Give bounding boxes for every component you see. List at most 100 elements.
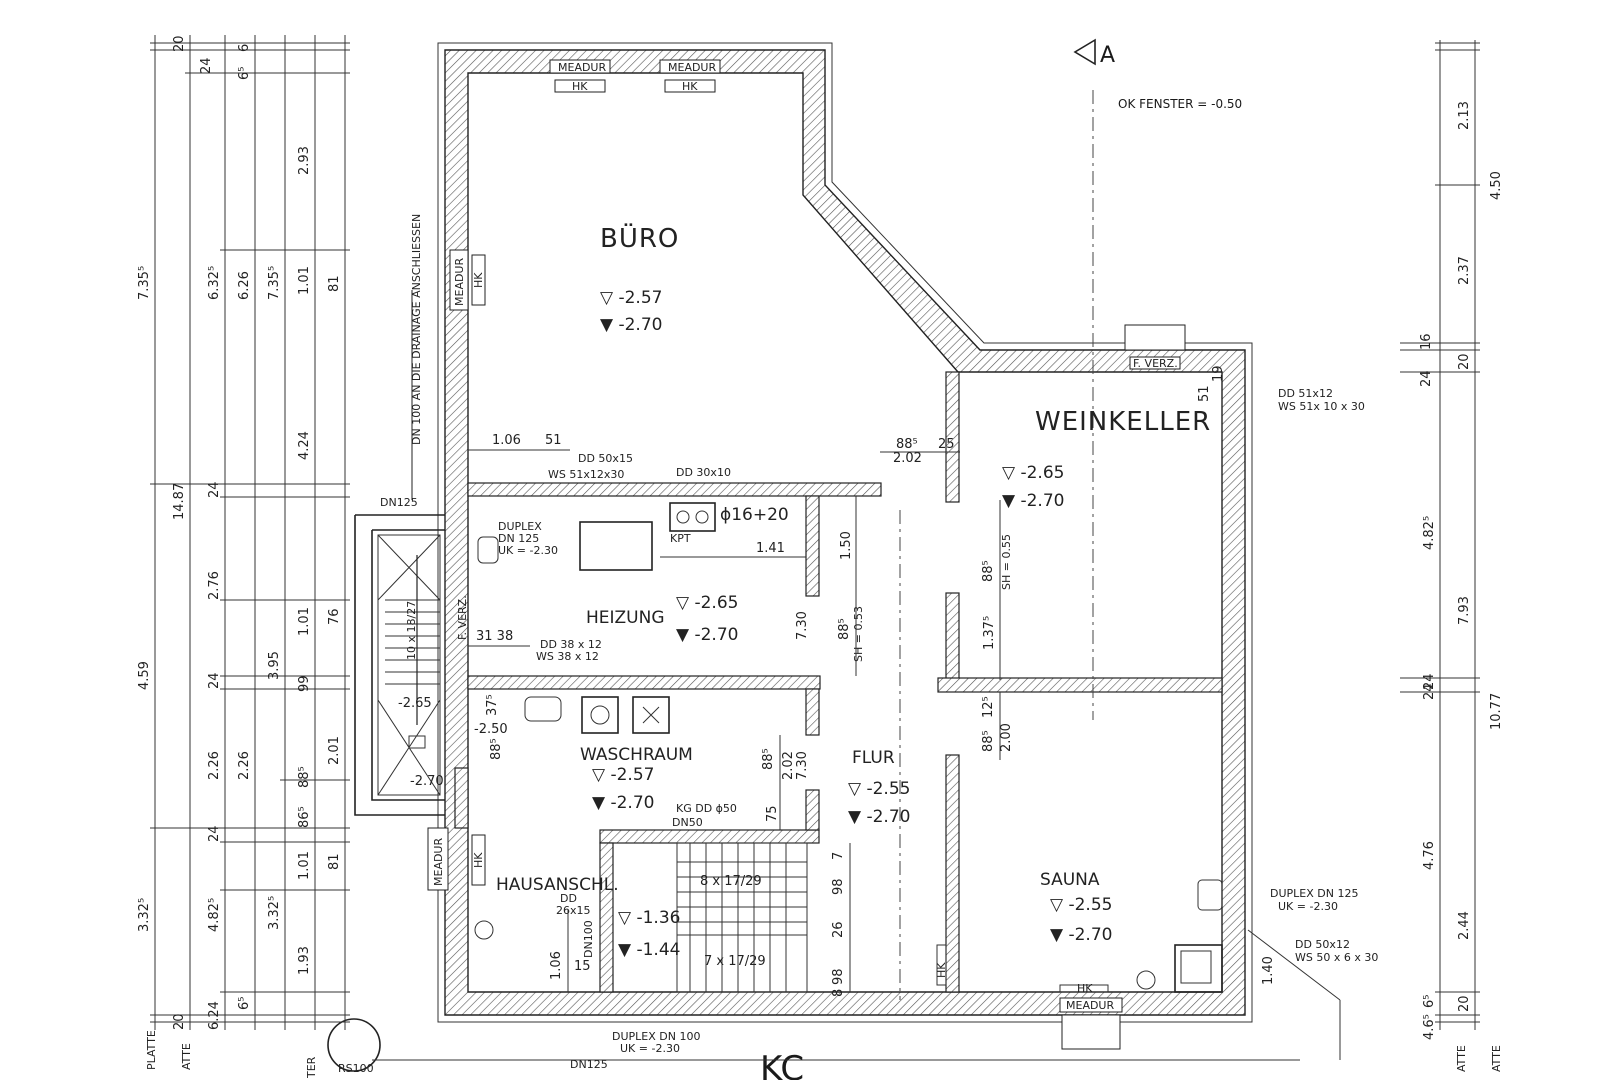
sauna-sink [1197,879,1223,911]
right-dimension-lines [1400,40,1480,1030]
dim-l2-0: 14.87 [172,483,187,520]
dd26x15-note-1: DD [560,892,577,905]
dim-i-730b: 7.30 [795,751,810,780]
dim-l6-6: 1.01 [297,851,312,880]
dim-r1-6: 2.44 [1457,911,1472,940]
window-left-hausanschl [427,827,486,891]
dim-top-1: 24 [199,57,214,74]
dim-l6-2: 4.24 [297,431,312,460]
dim-l6-4: 99 [297,675,312,692]
dim-i-106b: 1.06 [549,951,564,980]
dn125-note: DN125 [380,496,418,509]
duplex-sauna-note-2: UK = -2.30 [1278,900,1338,913]
dd50x15-note-1: DD 50x15 [578,452,633,465]
room-heizung-level-top: ▽ -2.65 [676,593,738,613]
wall-sauna-left [945,754,960,993]
dim-i-885d: 88⁵ [981,560,996,582]
window-top-1-label: MEADUR [558,61,606,74]
dim-l1-0: 7.35⁵ [137,266,152,300]
wall-heizung-right [805,495,820,597]
dim-l3-5: 24 [207,825,222,842]
dim-l5-2: 86⁵ [297,806,312,828]
window-bottom-sauna [1059,997,1123,1050]
hk-radiator-sauna [1059,984,1109,993]
dim-i-3138: 31 38 [476,629,513,644]
dim-l2-1: 4.59 [137,661,152,690]
kpt-note: KPT [670,532,691,545]
dim-l7-0: 81 [327,275,342,292]
stair-landing-level-bottom: ▼ -1.44 [618,940,680,960]
dryer [632,696,670,734]
dim-l4-1: 3.95 [267,651,282,680]
washing-machine-drum [590,705,610,725]
dim-i-885a: 88⁵ [837,618,852,640]
dim-r2-2: 20 [1457,353,1472,370]
dim-r2-1: 16 [1419,333,1434,350]
dim-i-15: 15 [574,959,591,974]
room-heizung-name: HEIZUNG [586,608,665,628]
ter-label-left: TER [305,1056,318,1079]
dd51x12-note-2: WS 51x 10 x 30 [1278,400,1365,413]
duplex-sauna-note-1: DUPLEX DN 125 [1270,887,1358,900]
duplex-heizung-1: DUPLEX [498,520,542,533]
room-sauna-level-bottom: ▼ -2.70 [1050,925,1112,945]
dim-l7-2: 81 [327,853,342,870]
dd50x12-note-2: WS 50 x 6 x 30 [1295,951,1378,964]
dd50x15-note-2: WS 51x12x30 [548,468,624,481]
room-flur-level-bottom: ▼ -2.70 [848,807,910,827]
duplex-dn100-note-1: DUPLEX DN 100 [612,1030,700,1043]
dim-top-3: 6⁵ [237,67,252,80]
room-hausanschl-name: HAUSANSCHL. [496,875,619,895]
rs100-label: RS100 [338,1062,374,1075]
dim-r2-4: 10.77 [1489,693,1504,730]
dd30x10-note: DD 30x10 [676,466,731,479]
wall-stair-left [599,842,614,993]
dim-r2-0: 4.50 [1489,171,1504,200]
dim-i-250: -2.50 [474,722,508,737]
duplex-dn100-note-2: UK = -2.30 [620,1042,680,1055]
light-well-stair-label: 10 x 18/27 [405,601,418,660]
upper-stair-label: 8 x 17/29 [700,874,762,889]
dim-r1-2: 24 [1419,370,1434,387]
window-left-buero [449,249,486,311]
wall-stair-top [599,829,820,844]
dim-r1-0: 2.13 [1457,101,1472,130]
dim-l5-1: 88⁵ [297,766,312,788]
dim-i-202: 2.02 [893,451,922,466]
dim-i-26: 26 [831,921,846,938]
window-bottom-sauna-hk: HK [1077,982,1093,995]
dim-r1-8: 20 [1457,995,1472,1012]
sh055-note: SH = 0.55 [1000,534,1013,590]
hk-radiator-flur [936,944,947,986]
room-buero-level-bottom: ▼ -2.70 [600,315,662,335]
dim-r1-7: 6⁵ [1422,995,1437,1008]
dim-l6-3: 1.01 [297,607,312,636]
light-well-cross [377,534,441,796]
sh053-note: SH = 0.53 [852,606,865,662]
wall-heizung-top [467,482,882,497]
window-left-hausanschl-hk: HK [472,852,485,868]
tank-port-1 [676,510,690,524]
left-dimension-lines [150,35,350,1030]
outer-offset-line [437,42,1253,1023]
inner-dimension-texts: 1.06 51 88⁵ 25 2.02 1.41 1.50 7.30 88⁵ 3… [474,433,1276,997]
dim-l3-2: 2.76 [207,571,222,600]
wall-weinkeller-left [945,371,960,503]
dim-l2-2: 3.32⁵ [137,898,152,932]
light-well-level-top: -2.65 [398,696,432,711]
flur-hk-label: HK [935,962,948,978]
window-left-buero-label: MEADUR [453,258,466,306]
room-sauna-level-top: ▽ -2.55 [1050,895,1112,915]
room-buero-name: BÜRO [600,222,679,254]
drainage-note: DN 100 AN DIE DRAINAGE ANSCHLIESSEN [410,214,423,445]
room-weinkeller-level-top: ▽ -2.65 [1002,463,1064,483]
upper-stair [676,842,808,936]
dd50x12-note-1: DD 50x12 [1295,938,1350,951]
room-weinkeller-name: WEINKELLER [1035,407,1211,437]
dim-l3-4: 2.26 [207,751,222,780]
stair-landing-level-top: ▽ -1.36 [618,908,680,928]
light-well-drain [408,735,426,749]
light-well-steps [385,599,440,685]
dim-r1-5: 4.76 [1422,841,1437,870]
